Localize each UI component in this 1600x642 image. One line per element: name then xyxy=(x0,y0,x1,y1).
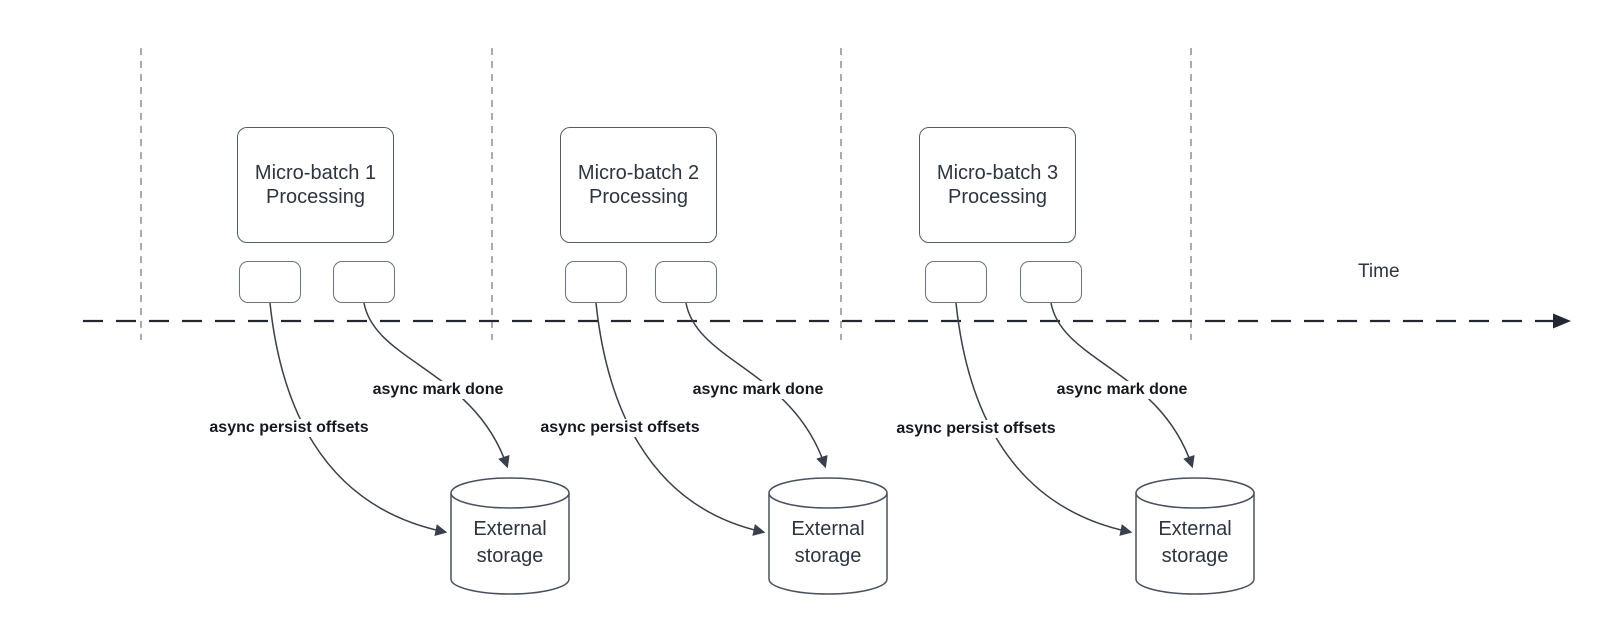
external-storage-label-2: External storage xyxy=(769,516,887,570)
cylinder-top xyxy=(450,477,570,509)
microbatch-3-processing-box: Micro-batch 3 Processing xyxy=(919,127,1076,243)
mark-done-arrow-3 xyxy=(1050,302,1195,469)
processing-box-label-line1: Micro-batch 1 xyxy=(254,162,377,184)
cylinder-body xyxy=(450,493,570,595)
cylinder-body xyxy=(1135,493,1255,595)
persist-offsets-arrow-1 xyxy=(269,302,448,536)
processing-box-label-line2: Processing xyxy=(266,186,365,208)
persist-offsets-label-3: async persist offsets xyxy=(893,420,1059,438)
external-storage-cylinder-1 xyxy=(450,477,570,595)
persist-offsets-label-1: async persist offsets xyxy=(206,419,372,437)
microbatch-1-task-box-b xyxy=(333,261,395,303)
cylinder-top xyxy=(768,477,888,509)
microbatch-2-task-box-b xyxy=(655,261,717,303)
microbatch-1-processing-box: Micro-batch 1 Processing xyxy=(237,127,394,243)
persist-offsets-arrow-3 xyxy=(955,302,1133,536)
storage-label-line2: storage xyxy=(476,545,544,567)
processing-box-label-line2: Processing xyxy=(948,186,1047,208)
phase-divider-lines xyxy=(140,48,1192,340)
persist-offsets-label-2: async persist offsets xyxy=(537,419,703,437)
microbatch-3-task-box-b xyxy=(1020,261,1082,303)
storage-label-line1: External xyxy=(473,518,547,540)
cylinder-top xyxy=(1135,477,1255,509)
mark-done-label-1: async mark done xyxy=(369,381,507,399)
external-storage-label-3: External storage xyxy=(1136,516,1254,570)
external-storage-cylinder-2 xyxy=(768,477,888,595)
external-storage-cylinder-3 xyxy=(1135,477,1255,595)
mark-done-label-2: async mark done xyxy=(689,381,827,399)
cylinder-body xyxy=(768,493,888,595)
processing-box-label-line1: Micro-batch 3 xyxy=(936,162,1059,184)
storage-label-line1: External xyxy=(791,518,865,540)
microbatch-1-task-box-a xyxy=(239,261,301,303)
mark-done-arrow-1 xyxy=(363,302,510,469)
processing-box-label-line1: Micro-batch 2 xyxy=(577,162,700,184)
mark-done-arrow-2 xyxy=(685,302,828,469)
persist-offsets-arrow-2 xyxy=(595,302,766,536)
microbatch-2-task-box-a xyxy=(565,261,627,303)
mark-done-label-3: async mark done xyxy=(1053,381,1191,399)
storage-label-line2: storage xyxy=(794,545,862,567)
time-axis-label: Time xyxy=(1358,261,1400,282)
storage-label-line1: External xyxy=(1158,518,1232,540)
microbatch-3-task-box-a xyxy=(925,261,987,303)
external-storage-label-1: External storage xyxy=(451,516,569,570)
processing-box-label-line2: Processing xyxy=(589,186,688,208)
microbatch-2-processing-box: Micro-batch 2 Processing xyxy=(560,127,717,243)
storage-label-line2: storage xyxy=(1161,545,1229,567)
